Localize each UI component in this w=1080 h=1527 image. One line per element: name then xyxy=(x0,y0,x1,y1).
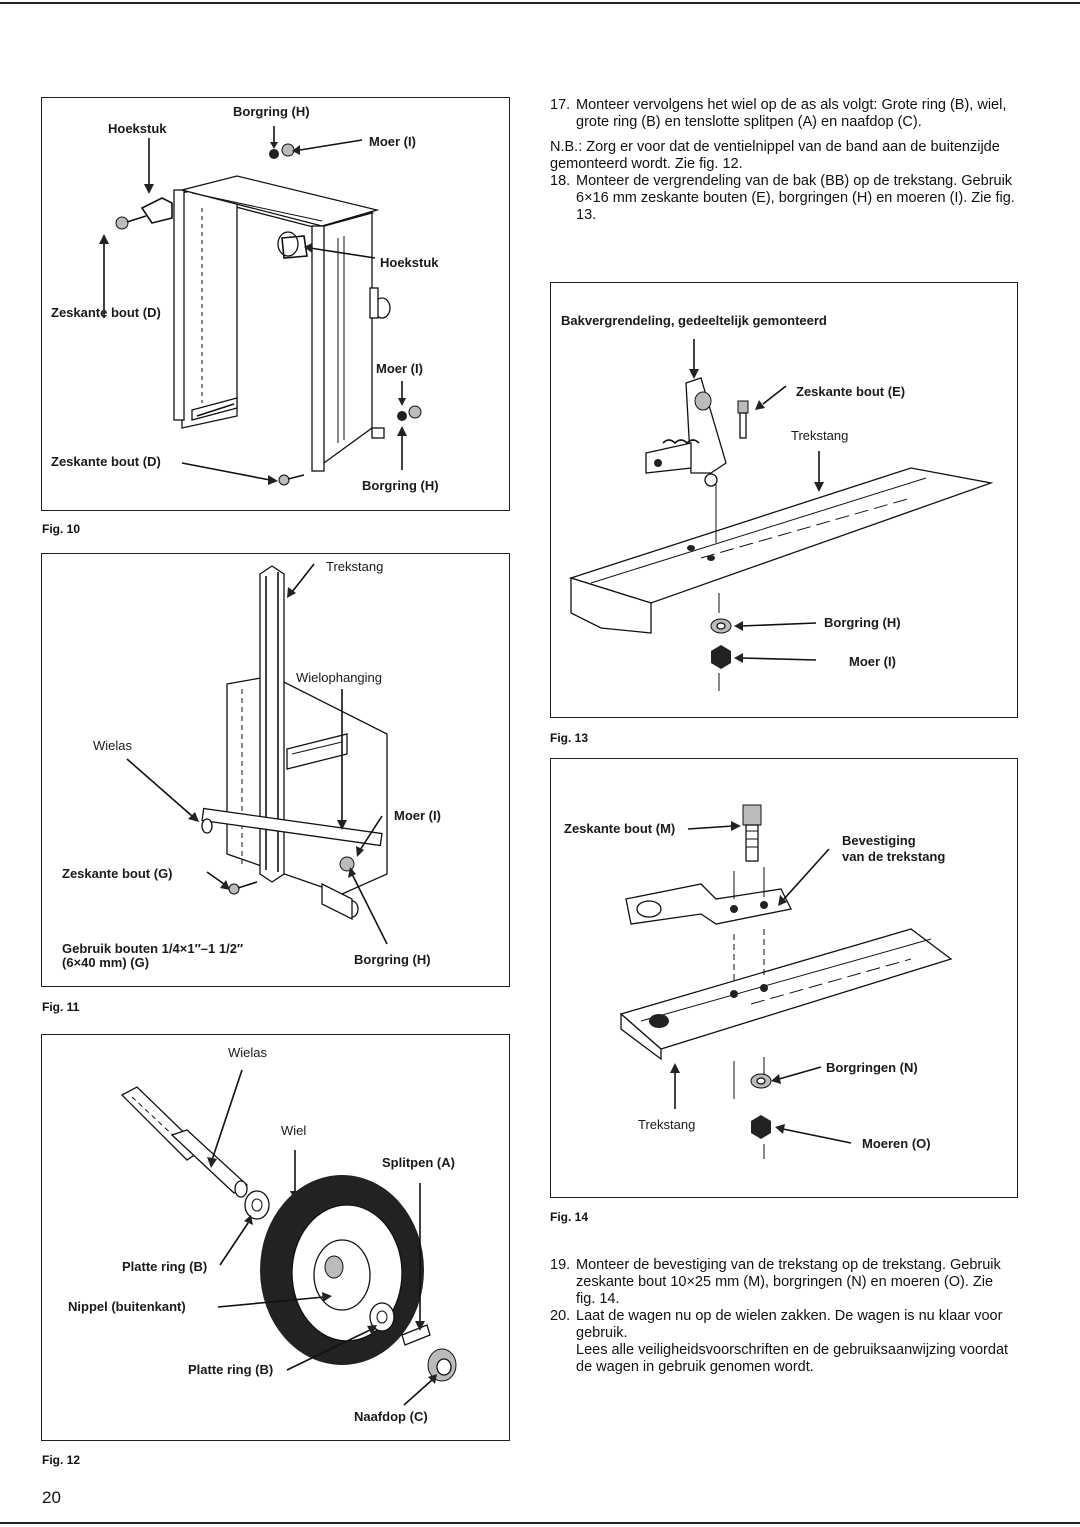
fig10-label-hoekstuk-left: Hoekstuk xyxy=(108,121,167,136)
fig12-caption: Fig. 12 xyxy=(42,1453,81,1467)
fig11-label-borgring: Borgring (H) xyxy=(354,952,431,967)
instruction-18-number: 18. xyxy=(550,173,571,189)
instruction-20-text: Laat de wagen nu op de wielen zakken. De… xyxy=(576,1308,1003,1341)
page-top-rule xyxy=(0,2,1080,4)
nb-note: N.B.: Zorg er voor dat de ventielnippel … xyxy=(550,139,1000,172)
fig14-caption: Fig. 14 xyxy=(550,1210,589,1224)
instructions-bottom: 19. Monteer de bevestiging van de trekst… xyxy=(550,1257,1016,1376)
fig12-illustration xyxy=(120,1069,457,1406)
instruction-18-text: Monteer de vergrendeling van de bak (BB)… xyxy=(576,173,1015,223)
fig11-label-gebruik-line2: (6×40 mm) (G) xyxy=(62,955,150,970)
instruction-20-extra: Lees alle veiligheidsvoorschriften en de… xyxy=(576,1342,1009,1375)
fig11-label-trekstang: Trekstang xyxy=(326,559,384,574)
fig13-illustration xyxy=(568,339,994,691)
fig11-label-wielas: Wielas xyxy=(93,738,133,753)
figure-10: Borgring (H) Hoekstuk Moer (I) Hoekstuk … xyxy=(41,97,510,511)
fig10-caption: Fig. 10 xyxy=(42,522,81,536)
fig11-caption: Fig. 11 xyxy=(42,1000,80,1014)
page-bottom-rule xyxy=(0,1522,1080,1524)
fig10-label-zeskante-bout-d-mid: Zeskante bout (D) xyxy=(51,305,161,320)
fig14-label-trekstang: Trekstang xyxy=(638,1117,696,1132)
fig12-label-splitpen: Splitpen (A) xyxy=(382,1155,455,1170)
instructions-top: 17. Monteer vervolgens het wiel op de as… xyxy=(550,97,1016,232)
fig13-label-borgring: Borgring (H) xyxy=(824,615,901,630)
fig12-label-platte-ring-top: Platte ring (B) xyxy=(122,1259,208,1274)
fig12-label-platte-ring-bottom: Platte ring (B) xyxy=(188,1362,274,1377)
figure-12: Wielas Wiel Splitpen (A) Platte ring (B)… xyxy=(41,1034,510,1441)
instruction-item-17: 17. Monteer vervolgens het wiel op de as… xyxy=(550,97,1016,131)
instruction-item-19: 19. Monteer de bevestiging van de trekst… xyxy=(550,1257,1016,1308)
fig12-label-naafdop: Naafdop (C) xyxy=(354,1409,428,1424)
fig14-label-moeren: Moeren (O) xyxy=(862,1136,931,1151)
fig10-label-hoekstuk-right: Hoekstuk xyxy=(380,255,439,270)
figure-14: Zeskante bout (M) Bevestiging van de tre… xyxy=(550,758,1018,1198)
instruction-17-number: 17. xyxy=(550,97,571,113)
instruction-17-text: Monteer vervolgens het wiel op de as als… xyxy=(576,97,1007,130)
fig11-label-zeskante-bout-g: Zeskante bout (G) xyxy=(62,866,173,881)
fig11-label-wielophanging: Wielophanging xyxy=(296,670,383,685)
fig13-label-title: Bakvergrendeling, gedeeltelijk gemonteer… xyxy=(561,313,827,328)
instruction-19-number: 19. xyxy=(550,1257,571,1273)
fig11-illustration xyxy=(126,563,388,945)
fig13-label-zeskante-bout-e: Zeskante bout (E) xyxy=(796,384,906,399)
instruction-19-text: Monteer de bevestiging van de trekstang … xyxy=(576,1257,1001,1307)
fig14-label-bevestiging-line1: Bevestiging xyxy=(842,833,916,848)
fig14-label-bevestiging-line2: van de trekstang xyxy=(842,849,946,864)
fig10-label-moer-top: Moer (I) xyxy=(369,134,416,149)
instruction-20-number: 20. xyxy=(550,1308,571,1324)
fig10-label-borgring-bottom: Borgring (H) xyxy=(362,478,439,493)
fig14-label-zeskante-bout-m: Zeskante bout (M) xyxy=(564,821,676,836)
fig11-label-gebruik-line1: Gebruik bouten 1/4×1″–1 1/2″ xyxy=(62,941,244,956)
fig10-label-zeskante-bout-d-bottom: Zeskante bout (D) xyxy=(51,454,161,469)
fig10-label-borgring-top: Borgring (H) xyxy=(233,104,310,119)
fig14-label-borgringen: Borgringen (N) xyxy=(826,1060,918,1075)
figure-13: Bakvergrendeling, gedeeltelijk gemonteer… xyxy=(550,282,1018,718)
fig10-illustration xyxy=(99,126,422,486)
page-number: 20 xyxy=(42,1488,61,1507)
fig12-label-wiel: Wiel xyxy=(281,1123,307,1138)
fig11-label-moer: Moer (I) xyxy=(394,808,441,823)
fig12-label-wielas: Wielas xyxy=(228,1045,268,1060)
figure-11: Trekstang Wielophanging Wielas Moer (I) … xyxy=(41,553,510,987)
instruction-item-18: 18. Monteer de vergrendeling van de bak … xyxy=(550,173,1016,224)
fig13-label-moer: Moer (I) xyxy=(849,654,896,669)
fig14-illustration xyxy=(619,804,953,1159)
fig13-label-trekstang: Trekstang xyxy=(791,428,849,443)
fig12-label-nippel: Nippel (buitenkant) xyxy=(68,1299,186,1314)
instruction-item-20: 20. Laat de wagen nu op de wielen zakken… xyxy=(550,1308,1016,1376)
fig13-caption: Fig. 13 xyxy=(550,731,589,745)
fig10-label-moer-right: Moer (I) xyxy=(376,361,423,376)
